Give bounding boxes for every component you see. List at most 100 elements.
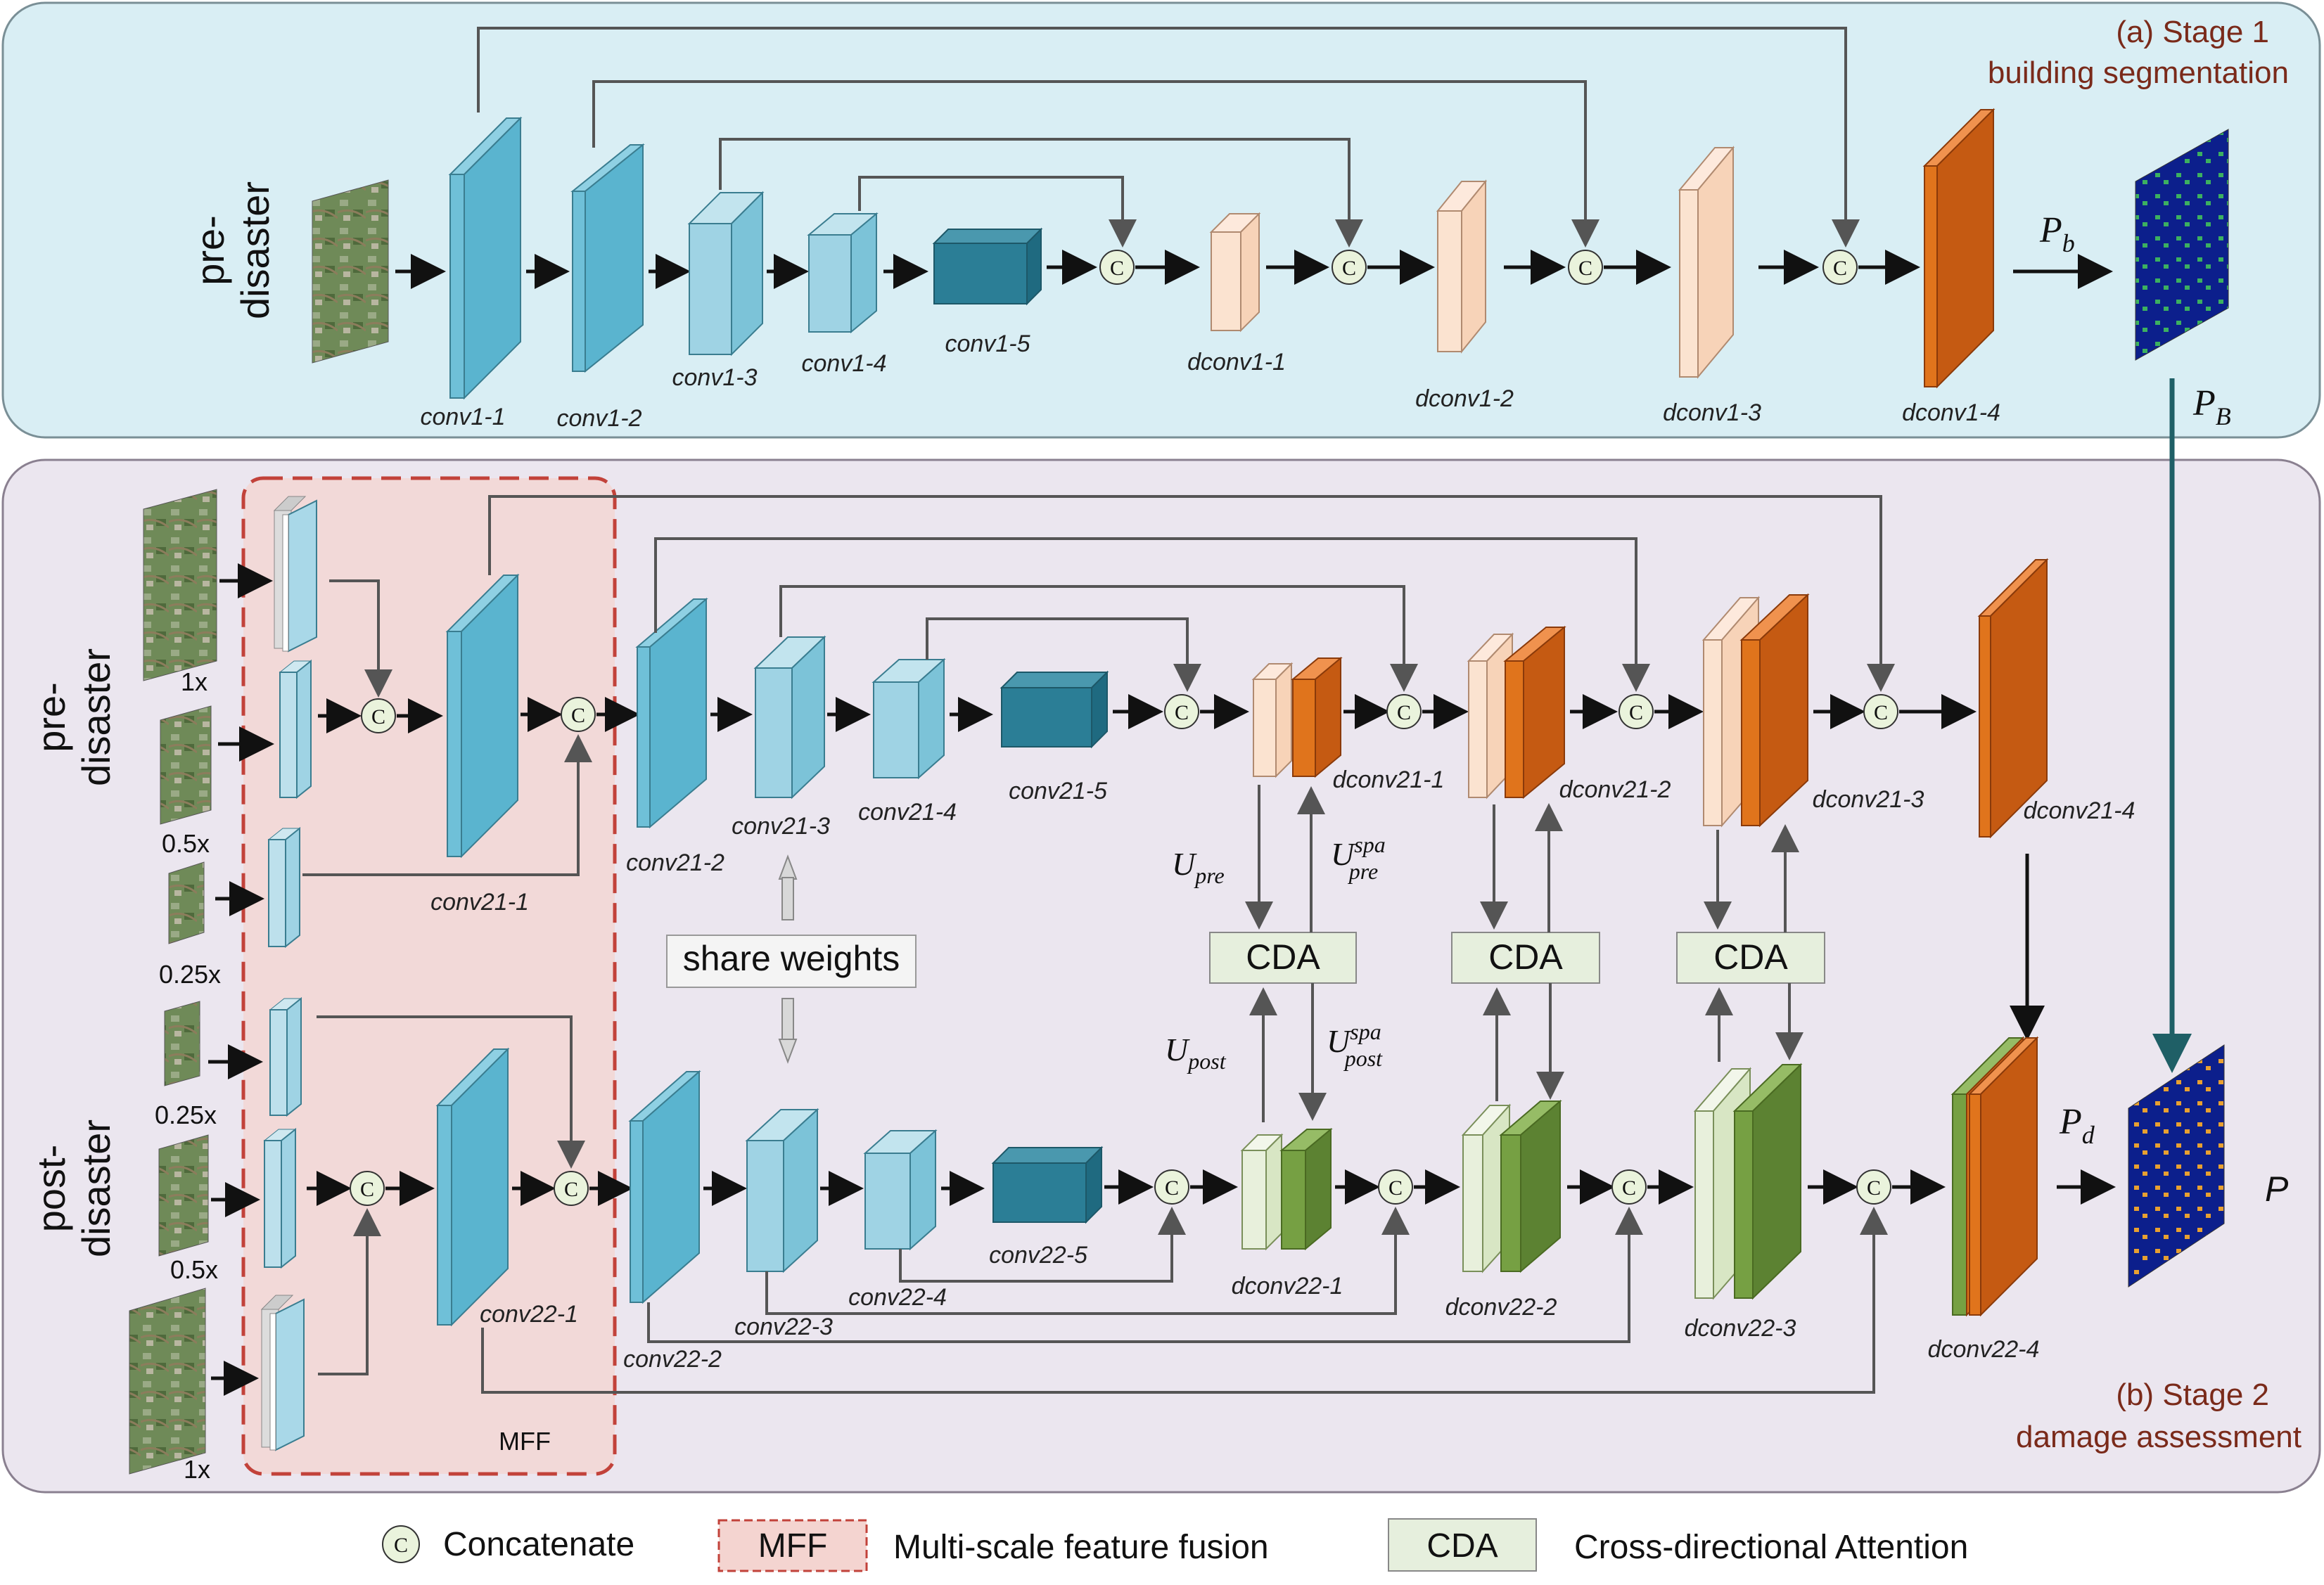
label-conv22-3: conv22-3 xyxy=(734,1314,833,1340)
stage1-input-image xyxy=(312,179,389,364)
u-post-label: Upost xyxy=(1165,1032,1227,1074)
label-dconv21-4: dconv21-4 xyxy=(2024,797,2135,824)
concat-node: C xyxy=(1568,250,1603,285)
dconv1-3-block xyxy=(1678,146,1735,379)
output-pd-label: Pd xyxy=(2059,1102,2095,1149)
svg-text:C: C xyxy=(1578,257,1592,280)
stage2-pre-side-label-line1: pre- xyxy=(29,682,73,752)
concat-node: C xyxy=(1332,250,1367,285)
label-dconv1-3: dconv1-3 xyxy=(1663,399,1761,426)
label-conv21-5: conv21-5 xyxy=(1009,778,1107,804)
scale-label: 1x xyxy=(181,667,208,696)
pre-input-1x xyxy=(143,489,217,681)
legend-concatenate-label: Concatenate xyxy=(443,1526,634,1563)
dconv21-3-block xyxy=(1702,593,1810,828)
label-dconv22-4: dconv22-4 xyxy=(1928,1336,2040,1363)
conv1-1-block xyxy=(448,116,523,400)
label-dconv22-2: dconv22-2 xyxy=(1445,1294,1557,1321)
svg-text:C: C xyxy=(1165,1176,1179,1200)
mff-pre-block-1x xyxy=(273,496,317,653)
concat-node: C xyxy=(1164,694,1199,729)
label-conv21-2: conv21-2 xyxy=(626,849,724,876)
conv21-2-block xyxy=(635,597,708,829)
svg-text:C: C xyxy=(1388,1176,1403,1200)
svg-text:C: C xyxy=(1175,701,1189,724)
concat-node: C xyxy=(1822,250,1858,285)
mff-post-block-0.5x xyxy=(263,1127,297,1269)
stage1-side-label-line2: disaster xyxy=(233,181,277,319)
dconv1-4-block xyxy=(1922,108,1996,389)
label-conv1-3: conv1-3 xyxy=(672,364,758,391)
svg-text:C: C xyxy=(1622,1176,1636,1200)
label-dconv1-2: dconv1-2 xyxy=(1415,385,1514,412)
conv22-1-block xyxy=(435,1047,510,1327)
post-input-0.25x xyxy=(164,1001,200,1086)
mff-label: MFF xyxy=(499,1427,551,1456)
svg-text:C: C xyxy=(1874,701,1888,724)
concat-node: C xyxy=(1856,1169,1891,1205)
label-dconv21-3: dconv21-3 xyxy=(1813,786,1924,813)
label-conv21-4: conv21-4 xyxy=(858,799,957,826)
legend-mff: MFF Multi-scale feature fusion xyxy=(717,1519,1269,1572)
concat-node: C xyxy=(1863,694,1898,729)
conv1-4-block xyxy=(807,212,879,334)
svg-text:CDA: CDA xyxy=(1713,937,1788,977)
label-conv22-5: conv22-5 xyxy=(989,1242,1087,1269)
svg-text:CDA: CDA xyxy=(1488,937,1563,977)
concat-node: C xyxy=(361,698,396,733)
post-input-0.5x xyxy=(158,1134,209,1257)
dconv22-4-block xyxy=(1950,1036,2039,1317)
cda-block-3: CDA xyxy=(1676,932,1825,984)
dconv22-1-block xyxy=(1240,1127,1333,1251)
label-conv1-4: conv1-4 xyxy=(802,350,887,377)
svg-text:C: C xyxy=(1342,257,1356,280)
stage1-title-line2: building segmentation xyxy=(1988,56,2289,90)
label-conv1-5: conv1-5 xyxy=(945,331,1030,357)
legend-cda: CDA Cross-directional Attention xyxy=(1388,1518,1968,1572)
output-pB-label: PB xyxy=(2192,383,2231,430)
conv22-2-block xyxy=(628,1070,701,1304)
conv22-5-block xyxy=(991,1146,1104,1224)
stage2-post-side-label-line1: post- xyxy=(29,1145,73,1233)
concat-node: C xyxy=(1378,1169,1413,1205)
conv21-5-block xyxy=(1000,670,1109,749)
dconv1-1-block xyxy=(1209,212,1261,333)
svg-text:C: C xyxy=(360,1178,374,1201)
legend-mff-box-label: MFF xyxy=(758,1527,828,1565)
concat-node: C xyxy=(561,697,596,732)
mff-pre-block-0.5x xyxy=(279,659,312,800)
dconv22-3-block xyxy=(1693,1063,1803,1300)
scale-label: 0.25x xyxy=(159,960,221,989)
stage1-title-line1: (a) Stage 1 xyxy=(2116,15,2269,49)
mff-post-block-1x xyxy=(260,1295,305,1451)
legend-concatenate: C Concatenate xyxy=(382,1525,634,1563)
stage2-pre-side-label-line2: disaster xyxy=(74,648,118,786)
dconv1-2-block xyxy=(1436,179,1488,354)
scale-label: 1x xyxy=(184,1455,210,1484)
conv21-1-block xyxy=(445,573,520,859)
svg-text:C: C xyxy=(1397,701,1411,724)
label-conv21-3: conv21-3 xyxy=(732,813,830,840)
svg-text:C: C xyxy=(1867,1176,1881,1200)
u-pre-label: Upre xyxy=(1172,846,1225,888)
label-dconv21-2: dconv21-2 xyxy=(1559,776,1671,803)
scale-label: 0.5x xyxy=(162,829,210,858)
svg-text:CDA: CDA xyxy=(1246,937,1320,977)
stage2-title-line2: damage assessment xyxy=(2016,1420,2301,1454)
stage1-side-label-line1: pre- xyxy=(188,215,232,285)
legend-cda-box-label: CDA xyxy=(1426,1527,1498,1565)
conv1-5-block xyxy=(932,227,1043,306)
stage1-output-map xyxy=(2135,129,2229,361)
output-pb-label: Pb xyxy=(2039,210,2075,257)
svg-text:C: C xyxy=(394,1534,408,1557)
cda-block-2: CDA xyxy=(1451,932,1600,984)
label-conv21-1: conv21-1 xyxy=(430,889,529,916)
concat-node: C xyxy=(1386,694,1422,729)
conv22-4-block xyxy=(863,1129,938,1251)
legend-cda-label: Cross-directional Attention xyxy=(1574,1529,1968,1566)
svg-text:C: C xyxy=(1110,257,1124,280)
concat-node: C xyxy=(1618,694,1654,729)
conv22-3-block xyxy=(745,1108,819,1273)
